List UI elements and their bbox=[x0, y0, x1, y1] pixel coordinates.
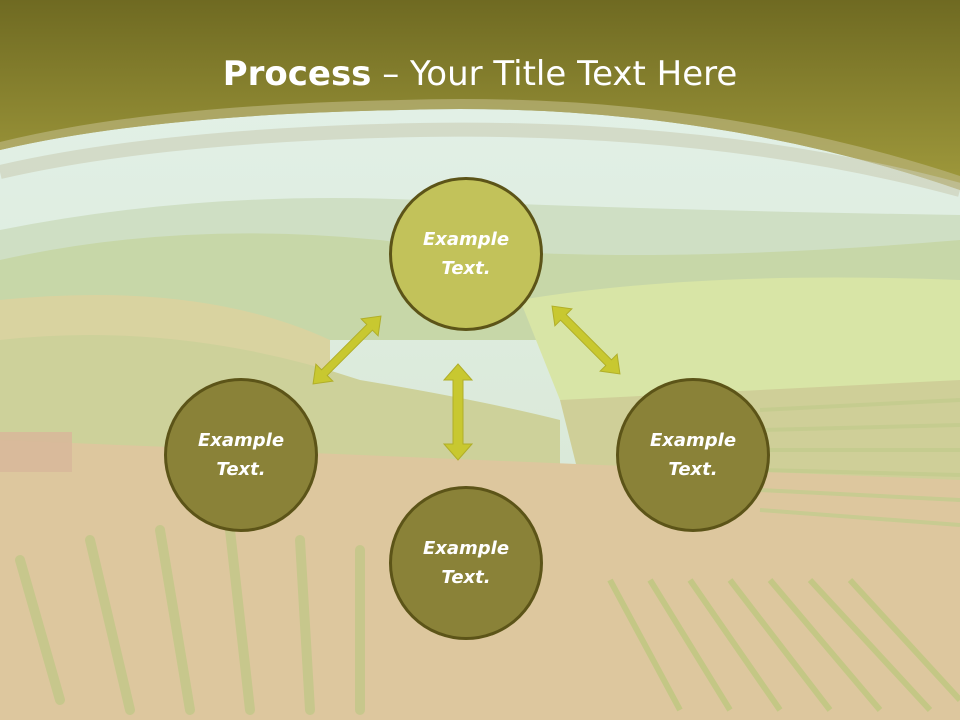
node-bottom-label: Example Text. bbox=[422, 538, 510, 588]
title-rest: – Your Title Text Here bbox=[371, 54, 738, 94]
process-node-right: Example Text. bbox=[616, 378, 770, 532]
process-node-bottom: Example Text. bbox=[389, 486, 543, 640]
node-right-label: Example Text. bbox=[649, 430, 737, 480]
process-node-left: Example Text. bbox=[164, 378, 318, 532]
node-top-label: Example Text. bbox=[422, 229, 510, 279]
title-bold: Process bbox=[222, 54, 372, 94]
process-node-top: Example Text. bbox=[389, 177, 543, 331]
slide-title: Process – Your Title Text Here bbox=[0, 50, 960, 98]
node-left-label: Example Text. bbox=[197, 430, 285, 480]
